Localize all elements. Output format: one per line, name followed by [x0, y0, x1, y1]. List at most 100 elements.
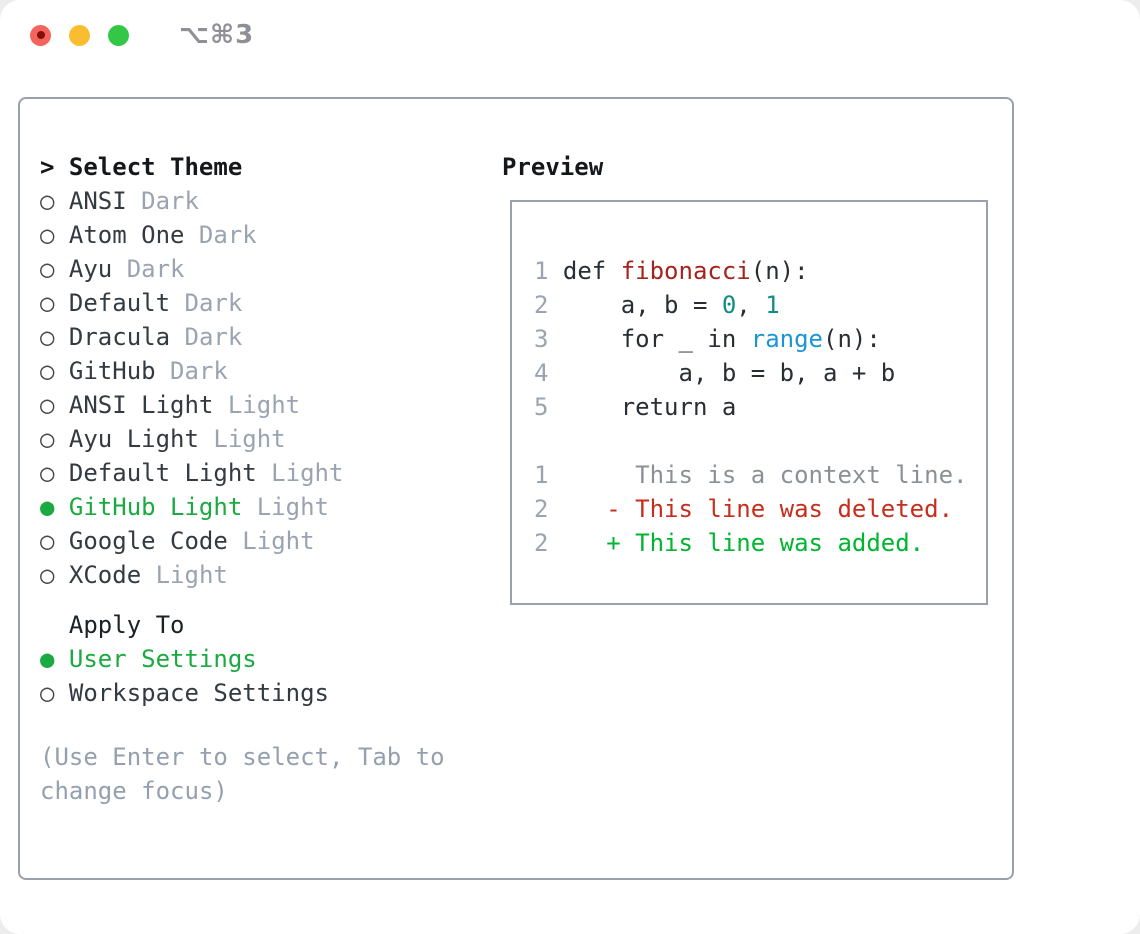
theme-option-ansi-light[interactable]: ○ANSI Light Light — [40, 388, 502, 422]
preview-label: Preview — [502, 153, 604, 181]
code-segment-code: , — [736, 291, 766, 319]
code-segment-lit: 1 — [765, 291, 780, 319]
theme-list-column: >Select Theme ○ANSI Dark○Atom One Dark○A… — [40, 150, 502, 878]
theme-option-google-code[interactable]: ○Google Code Light — [40, 524, 502, 558]
radio-icon: ○ — [40, 459, 55, 487]
preview-code-line: 2 a, b = 0, 1 — [534, 288, 986, 322]
zoom-button[interactable] — [108, 24, 129, 46]
theme-name: Atom One — [68, 221, 185, 249]
help-text: (Use Enter to select, Tab to change focu… — [40, 740, 502, 808]
preview-column: Preview 1 def fibonacci(n):2 a, b = 0, 1… — [502, 150, 1012, 878]
theme-variant-tag: Light — [256, 459, 344, 487]
apply-to-section: Apply To ● User Settings ○ Workspace Settin… — [40, 608, 502, 710]
apply-to-header: Apply To — [40, 608, 502, 642]
code-segment-code — [548, 529, 606, 557]
code-segment-code: (n): — [823, 325, 881, 353]
theme-option-default[interactable]: ○Default Dark — [40, 286, 502, 320]
apply-option-label: User Settings — [68, 645, 257, 673]
apply-option-label: Workspace Settings — [68, 679, 329, 707]
radio-selected-icon: ● — [40, 493, 55, 521]
code-segment-func: fibonacci — [620, 257, 751, 285]
radio-selected-icon: ● — [40, 645, 55, 673]
preview-code-line: 2 - This line was deleted. — [534, 492, 986, 526]
theme-name: Default Light — [68, 459, 257, 487]
radio-icon: ○ — [40, 391, 55, 419]
close-dot-icon — [36, 31, 45, 39]
radio-icon: ○ — [40, 323, 55, 351]
theme-variant-tag: Light — [242, 493, 329, 521]
radio-icon: ○ — [40, 187, 55, 215]
code-segment-ctx: This is a context line. — [548, 461, 968, 489]
preview-code-line — [534, 424, 986, 458]
theme-name: Ayu — [68, 255, 113, 283]
code-segment-del: - This line was deleted. — [606, 495, 954, 523]
radio-icon: ○ — [40, 561, 55, 589]
theme-variant-tag: Dark — [170, 323, 243, 351]
preview-code-line: 2 + This line was added. — [534, 526, 986, 560]
theme-option-xcode[interactable]: ○ XCode Light — [40, 558, 502, 592]
code-segment-num: 4 — [534, 359, 549, 387]
theme-name: XCode — [68, 561, 142, 589]
minimize-button[interactable] — [69, 24, 90, 46]
code-segment-code: def — [548, 257, 621, 285]
apply-option-user-settings[interactable]: ● User Settings — [40, 642, 502, 676]
theme-variant-tag: Dark — [155, 357, 228, 385]
code-segment-lit: 0 — [721, 291, 737, 319]
code-segment-code: return a — [548, 393, 737, 421]
preview-code-line: 3 for _ in range(n): — [534, 322, 986, 356]
theme-variant-tag: Dark — [126, 187, 199, 215]
apply-to-indent — [40, 608, 69, 642]
code-segment-blt: range — [750, 325, 823, 353]
code-segment-code: for _ in — [548, 325, 751, 353]
code-segment-code: a, b = b, a + b — [548, 359, 896, 387]
code-segment-code: (n): — [750, 257, 809, 285]
theme-option-default-light[interactable]: ○ Default Light Light — [40, 456, 502, 490]
help-line-1: (Use Enter to select, Tab to — [40, 743, 445, 771]
code-segment-num: 1 — [534, 257, 549, 285]
code-segment-num: 2 — [534, 529, 549, 557]
code-segment-num: 2 — [534, 291, 549, 319]
radio-icon: ○ — [40, 679, 55, 707]
code-segment-num: 3 — [534, 325, 549, 353]
theme-option-atom-one[interactable]: ○ Atom One Dark — [40, 218, 502, 252]
theme-name: Google Code — [68, 527, 228, 555]
theme-name: Dracula — [68, 323, 171, 351]
preview-code-line: 4 a, b = b, a + b — [534, 356, 986, 390]
code-segment-num: 5 — [534, 393, 549, 421]
radio-icon: ○ — [40, 425, 55, 453]
code-segment-num: 1 — [534, 461, 549, 489]
theme-variant-tag: Light — [141, 561, 228, 589]
select-theme-label: Select Theme — [68, 153, 243, 181]
help-line-2: change focus) — [40, 777, 228, 805]
theme-name: ANSI — [68, 187, 127, 215]
theme-name: GitHub — [68, 357, 156, 385]
code-segment-num: 2 — [534, 495, 549, 523]
theme-variant-tag: Dark — [184, 221, 257, 249]
radio-icon: ○ — [40, 221, 55, 249]
theme-option-dracula[interactable]: ○ Dracula Dark — [40, 320, 502, 354]
code-segment-code: a, b = — [548, 291, 722, 319]
theme-option-ayu-light[interactable]: ○ Ayu Light Light — [40, 422, 502, 456]
theme-variant-tag: Light — [198, 425, 286, 453]
code-segment-code — [548, 495, 606, 523]
theme-name: Ayu Light — [68, 425, 199, 453]
close-button[interactable] — [30, 24, 51, 46]
select-theme-header: > Select Theme — [40, 150, 502, 184]
theme-option-ayu[interactable]: ○Ayu Dark — [40, 252, 502, 286]
radio-icon: ○ — [40, 289, 55, 317]
theme-option-ansi[interactable]: ○ ANSI Dark — [40, 184, 502, 218]
theme-option-github-light[interactable]: ●GitHub Light Light — [40, 490, 502, 524]
theme-option-github[interactable]: ○GitHub Dark — [40, 354, 502, 388]
apply-option-workspace-settings[interactable]: ○ Workspace Settings — [40, 676, 502, 710]
traffic-lights — [30, 24, 129, 46]
apply-to-options: ● User Settings ○ Workspace Settings — [40, 642, 502, 710]
focus-caret-icon: > — [40, 153, 55, 181]
window-title: ⌥⌘3 — [179, 20, 255, 50]
preview-code-line: 1 This is a context line. — [534, 458, 986, 492]
radio-icon: ○ — [40, 527, 55, 555]
code-segment-add: + This line was added. — [606, 529, 925, 557]
radio-icon: ○ — [40, 255, 55, 283]
preview-code-line: 1 def fibonacci(n): — [534, 254, 986, 288]
